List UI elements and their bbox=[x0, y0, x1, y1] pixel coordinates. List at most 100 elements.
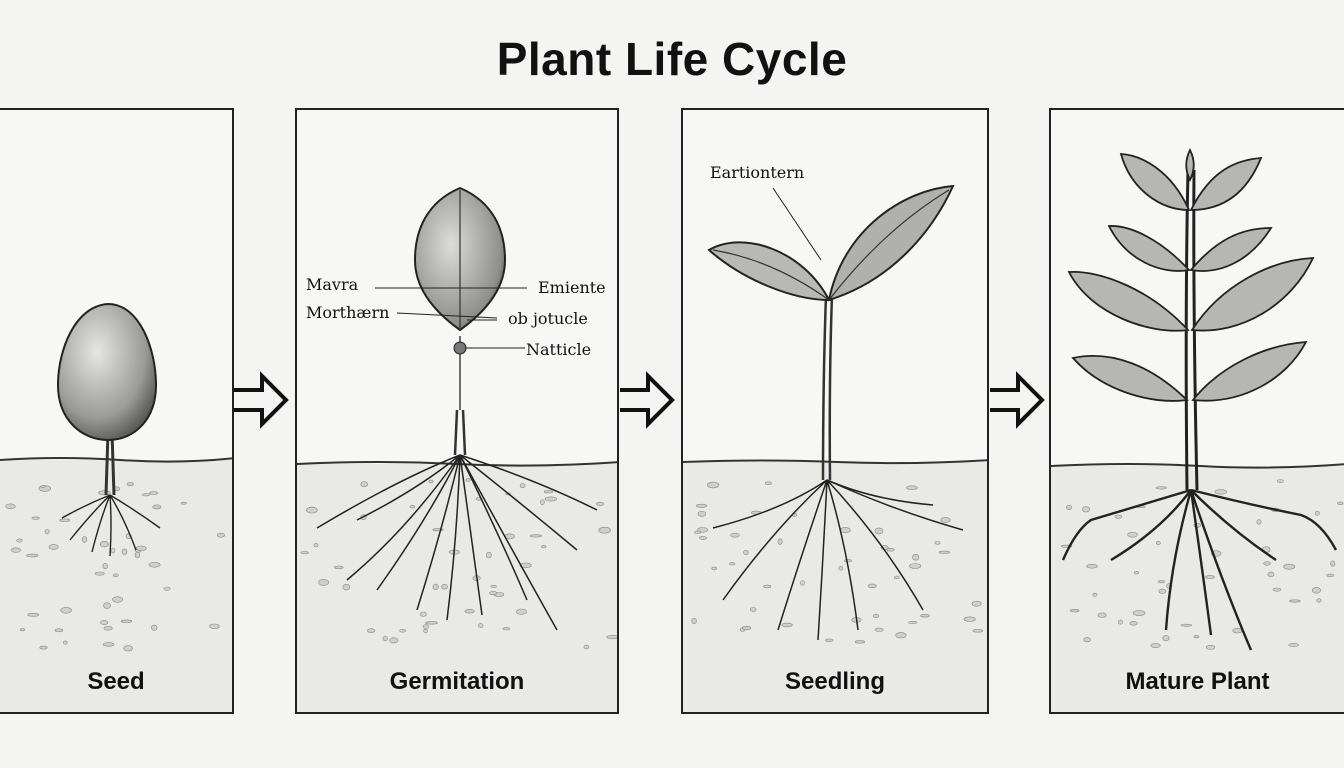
pebble bbox=[1092, 592, 1098, 597]
pebble bbox=[1267, 571, 1275, 578]
callout-eartiontern: Eartiontern bbox=[710, 163, 805, 182]
callout-emiente: Emiente bbox=[538, 278, 606, 297]
pebble bbox=[934, 541, 941, 545]
pebble bbox=[148, 562, 161, 568]
pebble bbox=[1232, 628, 1243, 634]
stage-panel-seedling: Seedling bbox=[681, 108, 989, 714]
pebble bbox=[103, 626, 113, 631]
pebble bbox=[886, 548, 895, 552]
pebble bbox=[909, 563, 922, 569]
pebble bbox=[180, 501, 187, 505]
pebble bbox=[209, 623, 220, 629]
pebble bbox=[598, 526, 611, 534]
pebble bbox=[519, 562, 532, 569]
seed-shape bbox=[56, 302, 158, 442]
seed-illustration bbox=[0, 302, 232, 712]
stage-panel-mature-plant: Mature Plant bbox=[1049, 108, 1344, 714]
pebble bbox=[1129, 621, 1138, 626]
pebble bbox=[485, 551, 492, 559]
pebble bbox=[44, 529, 50, 535]
pebble bbox=[920, 614, 930, 618]
pebble bbox=[31, 516, 40, 520]
pebble bbox=[1256, 519, 1262, 525]
seedling-roots bbox=[712, 479, 964, 641]
pebble bbox=[781, 622, 793, 628]
pebble bbox=[777, 538, 783, 545]
pebble bbox=[142, 493, 150, 497]
pebble bbox=[98, 490, 111, 496]
pebble bbox=[59, 518, 70, 522]
pebble bbox=[711, 566, 718, 571]
pebble bbox=[1114, 514, 1123, 519]
pebble bbox=[854, 640, 865, 644]
pebble bbox=[543, 490, 553, 494]
pebble bbox=[844, 559, 853, 563]
pebble bbox=[730, 532, 740, 538]
pebble bbox=[5, 503, 16, 509]
pebble bbox=[94, 571, 105, 576]
pebble bbox=[1326, 573, 1334, 578]
pebble bbox=[1205, 645, 1216, 650]
pebble bbox=[874, 527, 884, 535]
pebble bbox=[306, 506, 318, 514]
pebble bbox=[134, 551, 141, 559]
pebble bbox=[1158, 588, 1167, 594]
pebble bbox=[867, 583, 877, 589]
pebble bbox=[1117, 619, 1123, 625]
seedling-illustration bbox=[683, 184, 987, 712]
pebble bbox=[10, 547, 21, 553]
pebble bbox=[749, 607, 757, 612]
pebble bbox=[40, 485, 46, 488]
pebble bbox=[1082, 506, 1090, 513]
soil-line bbox=[1051, 463, 1344, 469]
pebble bbox=[763, 584, 772, 589]
pebble bbox=[342, 583, 350, 591]
pebble bbox=[596, 501, 605, 506]
pebble bbox=[464, 609, 475, 614]
pebble bbox=[906, 485, 918, 490]
soil-pebbles bbox=[300, 478, 617, 650]
arrow-right-icon bbox=[620, 371, 675, 429]
pebble bbox=[1066, 504, 1072, 511]
pebble bbox=[99, 541, 109, 548]
pebble bbox=[26, 553, 39, 558]
pebble bbox=[895, 632, 907, 639]
stage-label-germination: Germitation bbox=[389, 668, 525, 695]
pebble bbox=[696, 503, 708, 508]
germination-illustration bbox=[297, 186, 617, 712]
pebble bbox=[741, 625, 752, 630]
pebble bbox=[529, 534, 542, 538]
pebble bbox=[126, 482, 134, 487]
soil-line bbox=[297, 461, 617, 467]
pebble bbox=[425, 621, 438, 625]
pebble bbox=[1337, 501, 1344, 505]
pebble bbox=[1155, 541, 1161, 545]
pebble bbox=[121, 548, 128, 555]
pebble bbox=[54, 628, 64, 633]
arrow-right-icon bbox=[990, 371, 1045, 429]
pebble bbox=[216, 532, 225, 538]
pebble bbox=[698, 536, 707, 540]
callout-ob-jotucle: ob jotucle bbox=[508, 309, 588, 328]
pebble bbox=[409, 505, 416, 509]
pebble bbox=[1263, 561, 1271, 566]
pebble bbox=[489, 591, 498, 596]
arrow-right-icon bbox=[234, 371, 289, 429]
seed-roots bbox=[61, 494, 161, 557]
radicle-bulb bbox=[453, 341, 467, 355]
mature-roots bbox=[1061, 488, 1338, 651]
pebble bbox=[63, 640, 68, 645]
callout-leader-line bbox=[772, 187, 822, 261]
pebble bbox=[1330, 560, 1336, 567]
pebble bbox=[1283, 563, 1296, 570]
page-title: Plant Life Cycle bbox=[496, 33, 848, 85]
stage-label-seed: Seed bbox=[87, 668, 145, 695]
pebble bbox=[112, 596, 123, 603]
pebble bbox=[103, 602, 111, 609]
pebble bbox=[334, 565, 344, 570]
pebble bbox=[691, 617, 697, 624]
pebble bbox=[516, 608, 527, 615]
pebble bbox=[765, 481, 772, 485]
pebble bbox=[874, 627, 884, 632]
pebble bbox=[540, 499, 545, 505]
